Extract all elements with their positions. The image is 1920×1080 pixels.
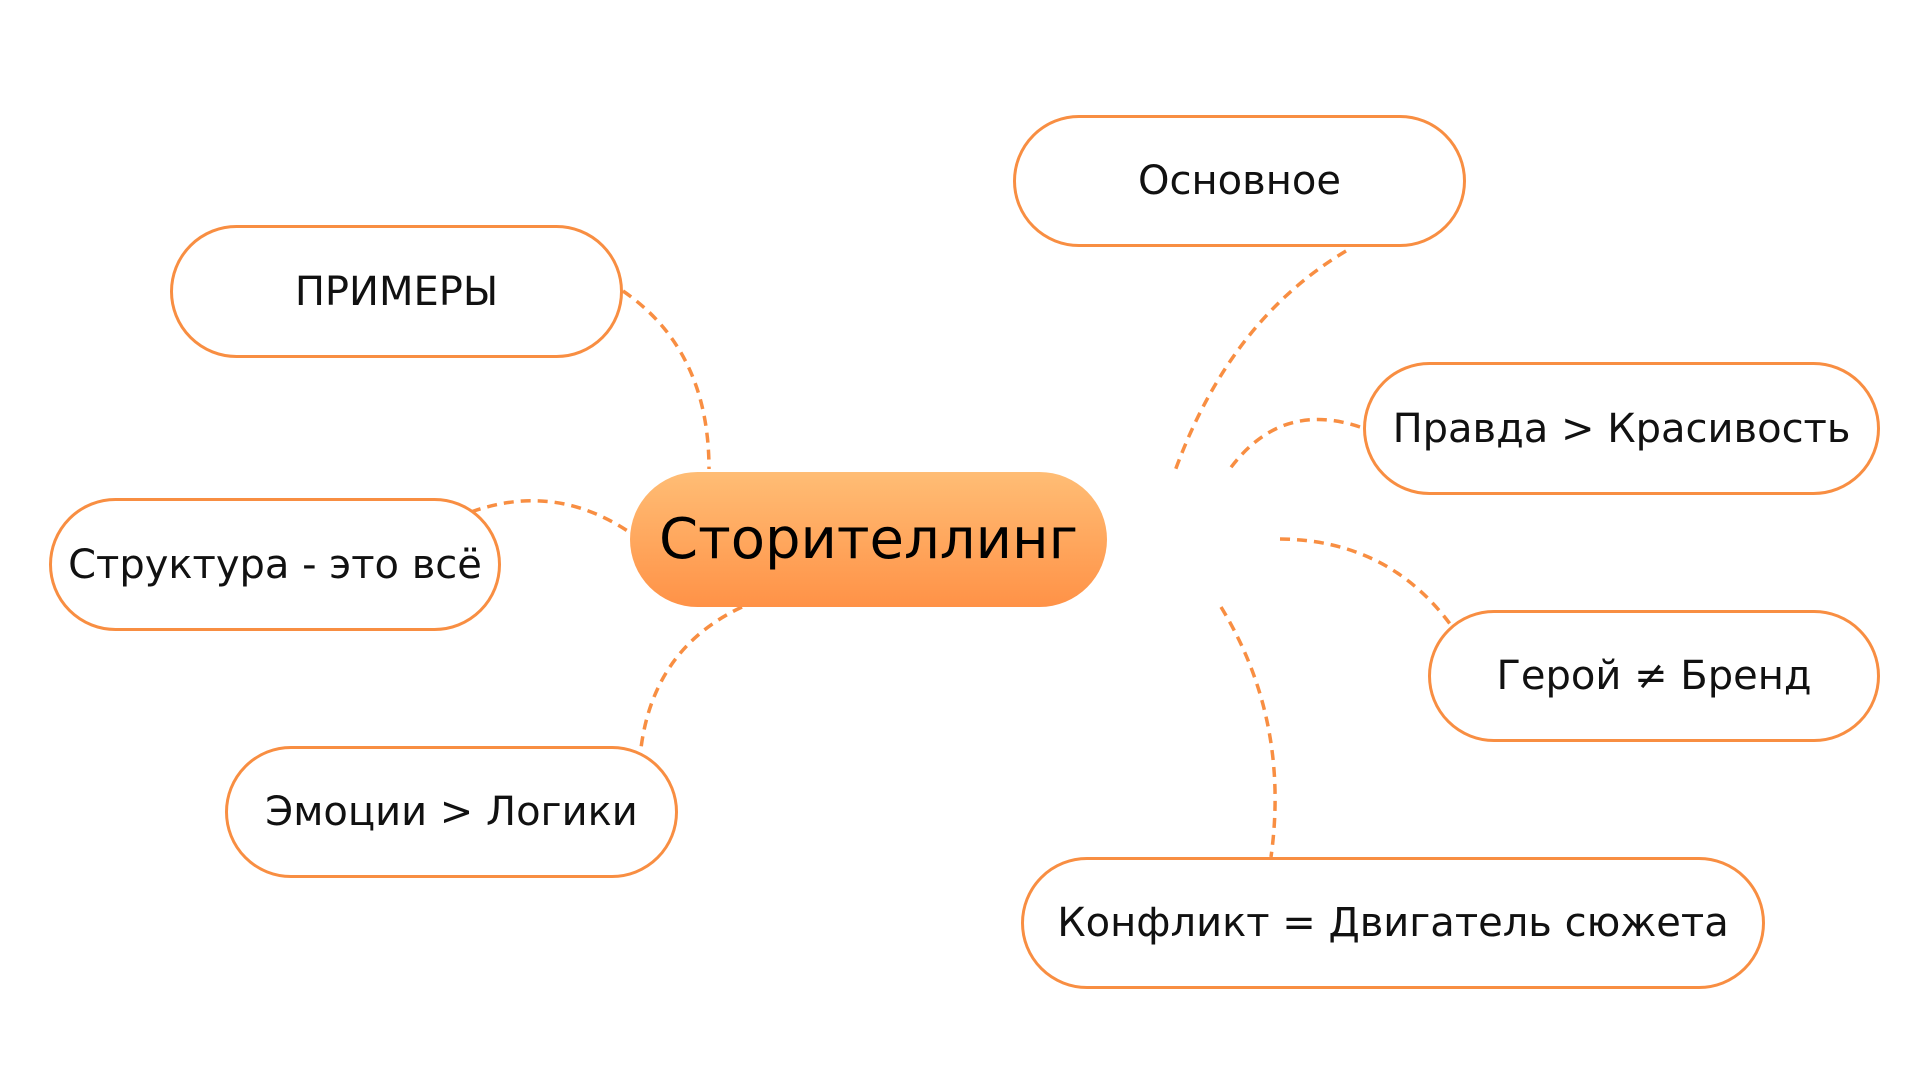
connector-emotions: [638, 605, 743, 758]
connector-basic: [1173, 249, 1347, 472]
central-topic[interactable]: Сторителлинг: [630, 472, 1107, 607]
connector-hero: [1279, 537, 1455, 630]
topic-structure[interactable]: Структура - это всё: [49, 498, 501, 631]
central-topic-label: Сторителлинг: [658, 507, 1078, 572]
topic-label: Структура - это всё: [68, 541, 482, 588]
topic-basic[interactable]: Основное: [1013, 115, 1466, 247]
topic-label: Основное: [1138, 158, 1341, 204]
topic-label: Герой ≠ Бренд: [1496, 653, 1812, 699]
topic-label: Правда > Красивость: [1392, 405, 1851, 452]
topic-truth[interactable]: Правда > Красивость: [1363, 362, 1880, 495]
connector-examples: [622, 289, 711, 470]
connector-structure: [470, 499, 641, 541]
connector-conflict: [1219, 606, 1277, 858]
topic-label: ПРИМЕРЫ: [294, 268, 499, 315]
topic-label: Эмоции > Логики: [265, 789, 638, 835]
topic-examples[interactable]: ПРИМЕРЫ: [170, 225, 623, 358]
topic-conflict[interactable]: Конфликт = Двигатель сюжета: [1021, 857, 1765, 989]
connector-truth: [1227, 417, 1361, 472]
topic-label: Конфликт = Двигатель сюжета: [1057, 900, 1729, 946]
topic-emotions[interactable]: Эмоции > Логики: [225, 746, 678, 878]
topic-hero[interactable]: Герой ≠ Бренд: [1428, 610, 1880, 742]
